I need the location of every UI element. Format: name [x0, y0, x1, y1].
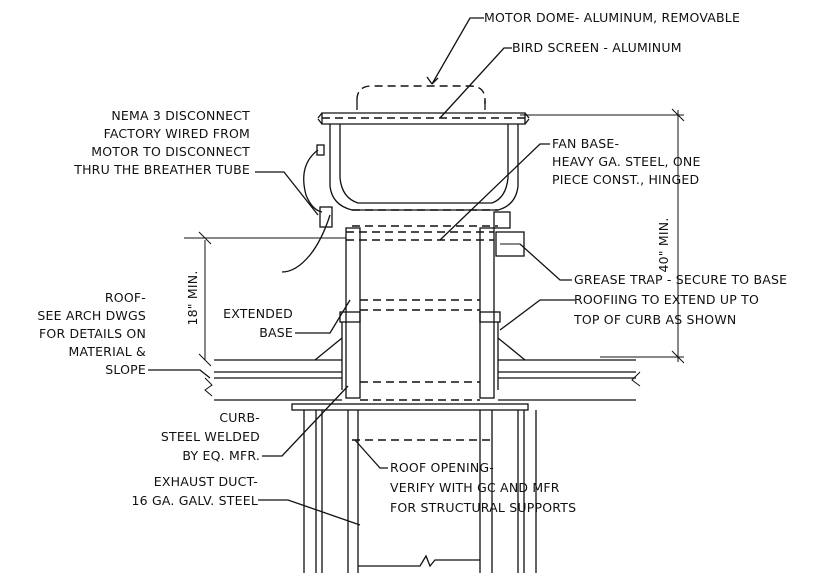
label-bird-screen: BIRD SCREEN - ALUMINUM — [512, 40, 682, 55]
svg-text:SLOPE: SLOPE — [105, 362, 146, 377]
svg-text:TOP OF CURB AS SHOWN: TOP OF CURB AS SHOWN — [573, 312, 736, 327]
label-curb: CURB- STEEL WELDED BY EQ. MFR. — [161, 410, 260, 463]
svg-text:HEAVY GA. STEEL, ONE: HEAVY GA. STEEL, ONE — [552, 154, 701, 169]
svg-text:FAN BASE-: FAN BASE- — [552, 136, 619, 151]
svg-text:BASE: BASE — [259, 325, 293, 340]
svg-text:EXTENDED: EXTENDED — [223, 306, 293, 321]
label-roof-opening: ROOF OPENING- VERIFY WITH GC AND MFR FOR… — [390, 460, 576, 515]
dimension-18 — [184, 231, 346, 367]
svg-text:NEMA 3 DISCONNECT: NEMA 3 DISCONNECT — [111, 108, 250, 123]
svg-text:THRU THE BREATHER TUBE: THRU THE BREATHER TUBE — [73, 162, 250, 177]
label-nema: NEMA 3 DISCONNECT FACTORY WIRED FROM MOT… — [73, 108, 250, 177]
svg-text:FACTORY WIRED FROM: FACTORY WIRED FROM — [104, 126, 250, 141]
nema-disconnect — [281, 144, 333, 273]
svg-text:VERIFY WITH GC AND MFR: VERIFY WITH GC AND MFR — [390, 480, 560, 495]
roof-opening — [291, 403, 537, 573]
svg-text:SEE ARCH DWGS: SEE ARCH DWGS — [37, 308, 146, 323]
svg-text:STEEL WELDED: STEEL WELDED — [161, 429, 260, 444]
exhaust-duct — [357, 410, 481, 573]
svg-text:MOTOR TO DISCONNECT: MOTOR TO DISCONNECT — [91, 144, 250, 159]
roof-deck — [204, 359, 641, 401]
label-height-40: 40" MIN. — [656, 217, 671, 272]
label-fan-base: FAN BASE- HEAVY GA. STEEL, ONE PIECE CON… — [552, 136, 701, 187]
svg-text:CURB-: CURB- — [219, 410, 260, 425]
extended-base — [345, 227, 495, 401]
label-exhaust-duct: EXHAUST DUCT- 16 GA. GALV. STEEL — [132, 474, 259, 508]
grease-trap — [493, 211, 525, 257]
label-extended-base: EXTENDED BASE — [223, 306, 293, 340]
label-motor-dome: MOTOR DOME- ALUMINUM, REMOVABLE — [484, 10, 740, 25]
svg-text:ROOF-: ROOF- — [105, 290, 146, 305]
leaders — [148, 17, 575, 526]
bird-screen — [317, 112, 530, 125]
svg-text:16 GA. GALV. STEEL: 16 GA. GALV. STEEL — [132, 493, 259, 508]
svg-text:PIECE CONST., HINGED: PIECE CONST., HINGED — [552, 172, 699, 187]
svg-text:FOR STRUCTURAL SUPPORTS: FOR STRUCTURAL SUPPORTS — [390, 500, 576, 515]
svg-text:ROOF OPENING-: ROOF OPENING- — [390, 460, 494, 475]
svg-text:ROOFIING TO EXTEND UP TO: ROOFIING TO EXTEND UP TO — [574, 292, 759, 307]
label-grease-trap: GREASE TRAP - SECURE TO BASE — [574, 272, 787, 287]
curb — [314, 311, 526, 390]
label-height-18: 18" MIN. — [185, 270, 200, 325]
svg-text:FOR DETAILS ON: FOR DETAILS ON — [39, 326, 146, 341]
label-roofing: ROOFIING TO EXTEND UP TO TOP OF CURB AS … — [573, 292, 759, 327]
svg-text:MATERIAL &: MATERIAL & — [68, 344, 146, 359]
fan-housing — [329, 124, 519, 227]
svg-text:BY EQ. MFR.: BY EQ. MFR. — [182, 448, 260, 463]
label-roof: ROOF- SEE ARCH DWGS FOR DETAILS ON MATER… — [37, 290, 146, 377]
dimension-40 — [520, 108, 685, 364]
svg-text:EXHAUST DUCT-: EXHAUST DUCT- — [154, 474, 258, 489]
